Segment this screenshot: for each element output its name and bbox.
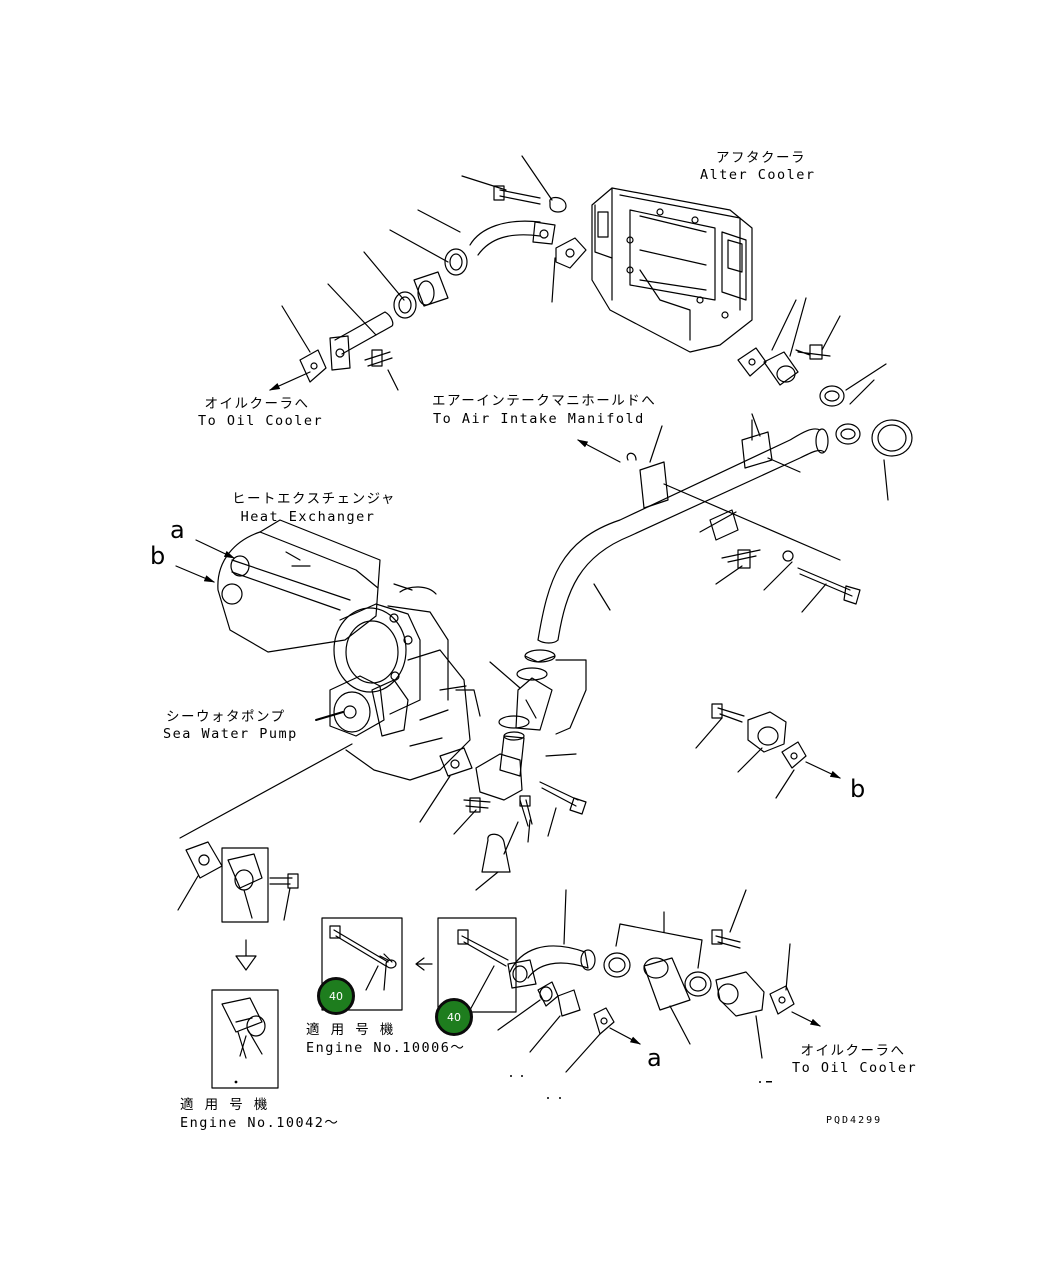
after-cooler-drawing (591, 187, 753, 353)
serial-a-label-en: Engine No.10006～ (306, 1040, 466, 1056)
after-cooler-label-en: Alter Cooler (700, 167, 816, 183)
marker-a-top: a (170, 516, 185, 544)
long-intake-pipe (537, 413, 861, 644)
marker-b-top: b (150, 542, 166, 570)
sea-water-pump-label-en: Sea Water Pump (163, 726, 298, 742)
callout-badge-right[interactable]: 40 (435, 998, 473, 1036)
arrow-to-oil-cooler-bottom (791, 1011, 821, 1027)
drawing-code: PQD4299 (826, 1115, 883, 1126)
serial-a-label-jp: 適 用 号 機 (306, 1022, 395, 1038)
pump-connection-parts (489, 649, 587, 757)
heat-exchanger-drawing (217, 519, 481, 781)
aftercooler-outlet-parts (737, 297, 913, 501)
arrow-to-oil-cooler-top (269, 371, 311, 391)
heat-exchanger-label-jp: ヒートエクスチェンジャ (232, 491, 396, 507)
marker-b-right: b (850, 775, 866, 803)
upper-pipe-chain (281, 155, 587, 391)
to-oil-cooler-top-label-jp: オイルクーラへ (204, 396, 310, 412)
arrow-marker-a-bottom (609, 1027, 641, 1045)
air-intake-label-en: To Air Intake Manifold (433, 411, 645, 427)
parts-to-b (695, 703, 807, 799)
serial-b-label-en: Engine No.10042～ (180, 1115, 340, 1131)
marker-a-bottom: a (647, 1044, 662, 1072)
heat-exchanger-label-en: Heat Exchanger (240, 509, 376, 525)
callout-badge-left[interactable]: 40 (317, 977, 355, 1015)
sea-water-pump-label-jp: シーウォタポンプ (166, 709, 286, 725)
arrow-marker-a-top (195, 539, 235, 559)
variant-boxes (177, 841, 299, 1089)
lower-hose-chain (497, 889, 795, 1073)
to-oil-cooler-bottom-label-jp: オイルクーラへ (800, 1043, 906, 1059)
arrow-marker-b-top (175, 565, 215, 583)
bolt-variant-boxes (321, 917, 517, 1013)
after-cooler-label-jp: アフタクーラ (716, 150, 806, 166)
arrow-to-air-intake (577, 439, 621, 463)
arrow-marker-b-right (805, 761, 841, 779)
to-oil-cooler-bottom-label-en: To Oil Cooler (792, 1060, 918, 1076)
serial-b-label-jp: 適 用 号 機 (180, 1097, 269, 1113)
stray-marks (510, 1075, 772, 1099)
air-intake-label-jp: エアーインテークマニホールドへ (432, 393, 657, 409)
lower-elbow-parts (179, 731, 587, 891)
to-oil-cooler-top-label-en: To Oil Cooler (198, 413, 324, 429)
